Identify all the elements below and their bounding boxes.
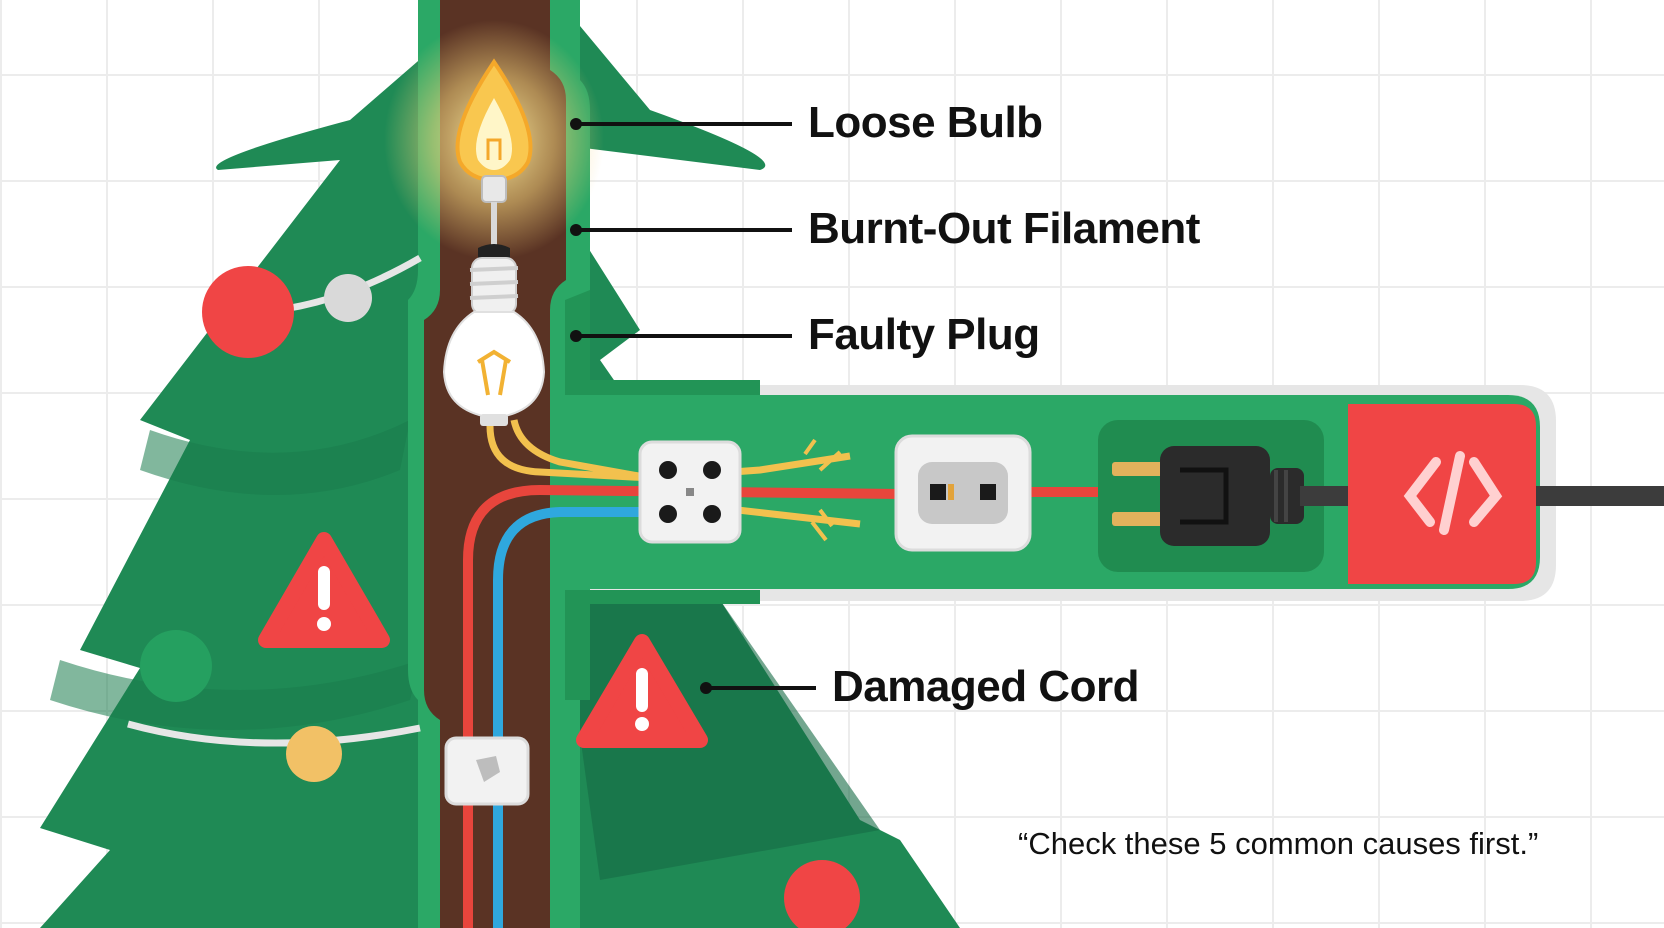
ornament-icon bbox=[286, 726, 342, 782]
leader-line bbox=[700, 682, 816, 694]
outlet-icon bbox=[894, 434, 1032, 552]
leader-line bbox=[570, 118, 792, 130]
wires bbox=[463, 419, 1110, 928]
caption: “Check these 5 common causes first.” bbox=[1018, 826, 1539, 861]
socket-icon bbox=[638, 440, 742, 544]
ornament-icon bbox=[140, 630, 212, 702]
ornament-icon bbox=[324, 274, 372, 322]
lightbulb-icon bbox=[442, 244, 546, 426]
ornament-icon bbox=[784, 860, 860, 928]
ornament-icon bbox=[202, 266, 294, 358]
label-loose-bulb: Loose Bulb bbox=[808, 98, 1043, 147]
garland-strand bbox=[127, 720, 421, 747]
trunk-channel-step-lower bbox=[565, 590, 760, 700]
label-damaged-cord: Damaged Cord bbox=[832, 662, 1139, 711]
warning-icon bbox=[258, 532, 390, 648]
leader-line bbox=[570, 224, 792, 236]
trunk-channel-step bbox=[565, 290, 760, 395]
bulb-icon bbox=[455, 58, 533, 250]
connector-icon bbox=[444, 736, 530, 806]
label-faulty-plug: Faulty Plug bbox=[808, 310, 1040, 359]
leader-line bbox=[570, 330, 792, 342]
label-burnt-filament: Burnt-Out Filament bbox=[808, 204, 1200, 253]
warning-icon bbox=[576, 634, 708, 748]
fuse-icon bbox=[1348, 404, 1536, 584]
